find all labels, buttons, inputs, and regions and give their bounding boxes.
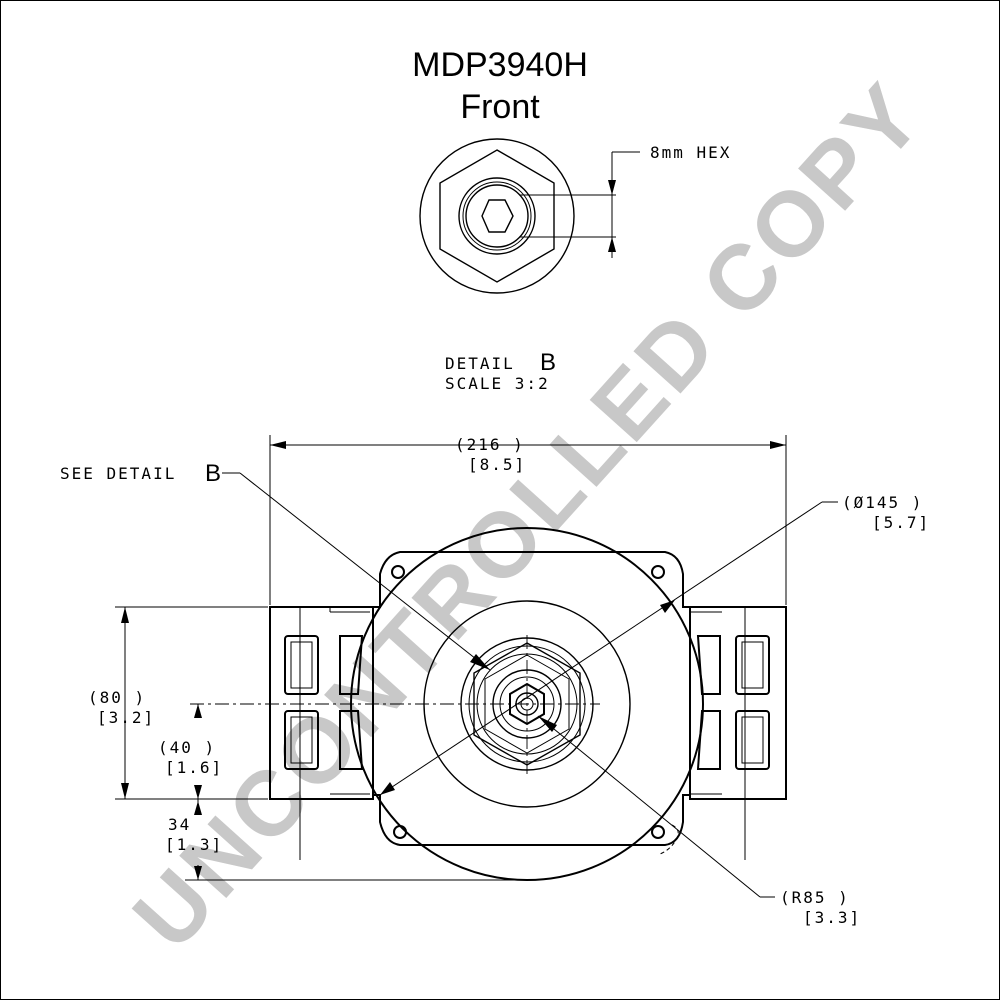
- radius-mm-label: (R85 ): [780, 888, 850, 907]
- height-mm-label: (80 ): [88, 688, 146, 707]
- detail-scale: SCALE 3:2: [445, 374, 550, 393]
- see-detail-leader: [222, 472, 491, 671]
- offset-in-label: [1.3]: [165, 835, 223, 854]
- radius-leader: [537, 715, 775, 898]
- alternator-front-view: [190, 527, 787, 881]
- width-in-label: [8.5]: [468, 455, 526, 474]
- part-number-title: MDP3940H: [412, 46, 588, 84]
- see-detail-callout: SEE DETAIL: [60, 464, 176, 483]
- height-in-label: [3.2]: [97, 708, 155, 727]
- detail-title: DETAIL: [445, 354, 515, 373]
- diameter-in-label: [5.7]: [872, 513, 930, 532]
- half-height-mm-label: (40 ): [158, 738, 216, 757]
- half-height-in-label: [1.6]: [165, 758, 223, 777]
- radius-in-label: [3.3]: [803, 908, 861, 927]
- half-height-dimension: [194, 704, 202, 799]
- hex-size-label: 8mm HEX: [650, 143, 731, 162]
- detail-letter: B: [540, 349, 556, 376]
- diameter-mm-label: (Ø145 ): [842, 493, 923, 512]
- width-mm-label: (216 ): [455, 435, 525, 454]
- diameter-leader: [379, 501, 838, 796]
- width-dimension: [269, 435, 787, 605]
- view-name-title: Front: [460, 88, 540, 126]
- uncontrolled-copy-watermark: UNCONTROLLED COPY: [114, 63, 943, 968]
- offset-dimension: [185, 799, 520, 881]
- height-dimension: [115, 606, 268, 800]
- detail-b-view: [419, 138, 640, 294]
- offset-mm-label: 34: [168, 815, 191, 834]
- see-detail-letter: B: [205, 460, 221, 487]
